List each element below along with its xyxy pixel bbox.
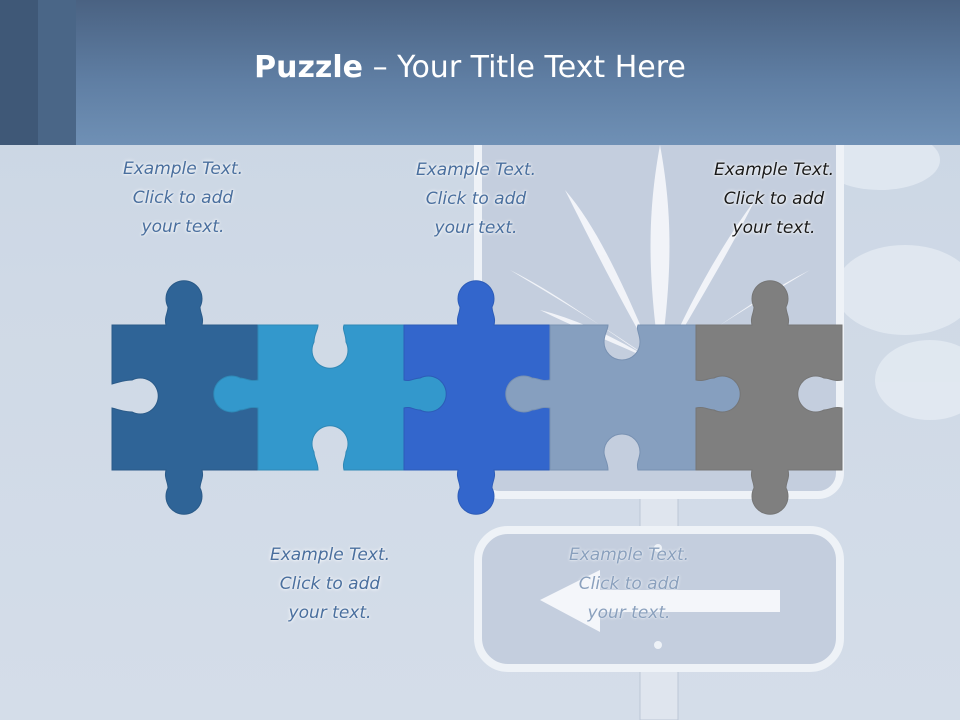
caption-top-left[interactable]: Example Text. Click to add your text. — [93, 155, 273, 242]
slide-title[interactable]: Puzzle – Your Title Text Here — [0, 50, 940, 85]
caption-line: Click to add — [279, 574, 381, 594]
caption-line: Example Text. — [269, 545, 391, 565]
header-stripe — [38, 0, 76, 145]
header-band — [0, 0, 960, 145]
caption-line: Example Text. — [415, 160, 537, 180]
caption-line: Example Text. — [568, 545, 690, 565]
puzzle-piece-5[interactable] — [695, 280, 843, 515]
caption-top-center[interactable]: Example Text. Click to add your text. — [386, 156, 566, 243]
caption-line: your text. — [434, 218, 518, 238]
header-stripe — [0, 0, 38, 145]
cloud-shape — [820, 130, 960, 420]
bolt-icon — [654, 544, 662, 552]
caption-line: Click to add — [425, 189, 527, 209]
caption-line: Click to add — [578, 574, 680, 594]
left-arrow-icon — [540, 570, 780, 632]
caption-line: your text. — [288, 603, 372, 623]
caption-line: Example Text. — [122, 159, 244, 179]
title-rest: – Your Title Text Here — [363, 50, 686, 85]
caption-line: Example Text. — [713, 160, 835, 180]
bolt-icon — [654, 641, 662, 649]
caption-line: Click to add — [723, 189, 825, 209]
caption-line: your text. — [141, 217, 225, 237]
caption-bottom-right[interactable]: Example Text. Click to add your text. — [539, 541, 719, 628]
caption-line: your text. — [732, 218, 816, 238]
caption-bottom-left[interactable]: Example Text. Click to add your text. — [240, 541, 420, 628]
title-bold: Puzzle — [254, 50, 364, 85]
caption-line: your text. — [587, 603, 671, 623]
caption-top-right[interactable]: Example Text. Click to add your text. — [684, 156, 864, 243]
leaf-icon — [510, 145, 810, 362]
caption-line: Click to add — [132, 188, 234, 208]
